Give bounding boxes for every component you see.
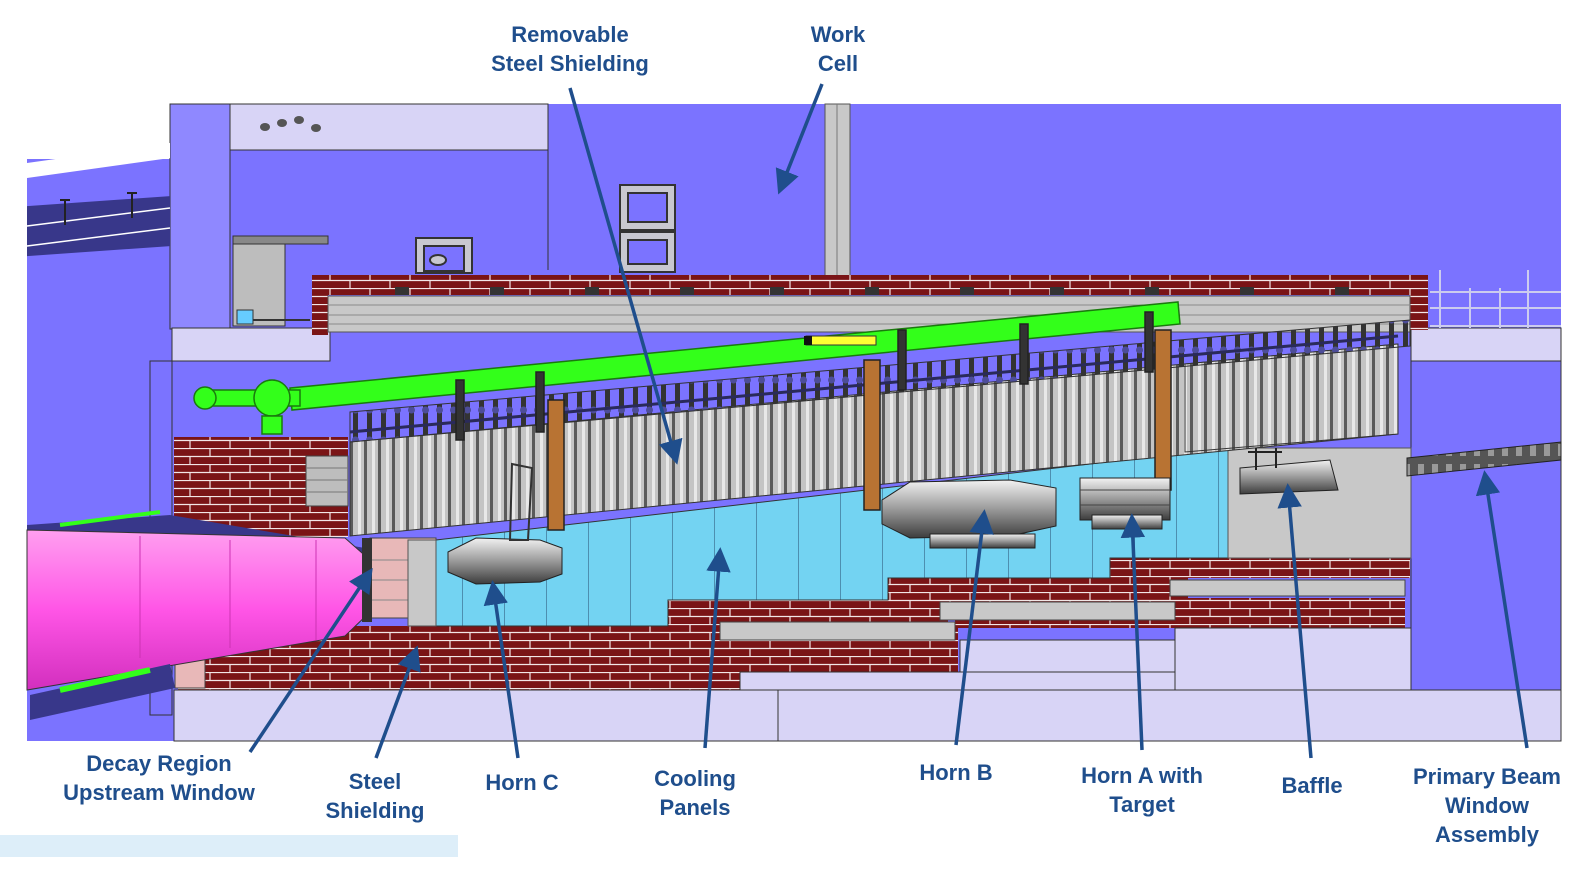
right-ledge [1410, 327, 1562, 362]
right-railing [1430, 270, 1561, 328]
horn-a-with-target [1079, 477, 1171, 530]
top-bolts [395, 287, 1349, 295]
arrow-removable-steel-shielding [568, 87, 683, 465]
caption-strip [0, 835, 458, 857]
arrow-baffle [1277, 483, 1313, 759]
label-decay-region-upstream-window: Decay Region Upstream Window [63, 751, 255, 805]
arrow-steel-shielding [374, 645, 421, 759]
concrete-base [173, 627, 1562, 742]
cooling-pipe [193, 301, 1181, 435]
primary-beam-window [1406, 441, 1562, 477]
instrument-stack [232, 235, 329, 327]
arrow-horn-c [483, 580, 520, 759]
label-horn-b: Horn B [919, 760, 993, 785]
upper-concrete-block [229, 103, 549, 151]
label-baffle: Baffle [1281, 773, 1343, 798]
top-shield [312, 275, 1428, 335]
left-ledge [171, 327, 331, 362]
label-work-cell: Work Cell [810, 22, 866, 76]
label-steel-shielding: Steel Shielding [325, 769, 425, 823]
arrow-decay-region-upstream-window [248, 567, 373, 753]
arrow-horn-a-with-target [1120, 513, 1146, 751]
left-catwalk [26, 143, 171, 257]
arrow-horn-b [954, 509, 994, 746]
label-removable-steel-shielding: Removable Steel Shielding [491, 22, 649, 76]
horn-c [447, 462, 563, 585]
callout-arrows [248, 83, 1529, 759]
arrow-cooling-panels [703, 547, 731, 749]
vent-holes [260, 116, 321, 132]
label-horn-a-with-target: Horn A with Target [1081, 763, 1203, 817]
baffle [1239, 448, 1339, 495]
horn-b [881, 479, 1057, 549]
arrow-work-cell [775, 83, 824, 195]
label-primary-beam-window-assembly: Primary Beam Window Assembly [1413, 764, 1561, 847]
support-posts [455, 311, 1172, 531]
right-wall [1410, 360, 1562, 742]
arrow-primary-beam-window-assembly [1475, 470, 1529, 749]
label-cooling-panels: Cooling Panels [654, 766, 736, 820]
work-cell-equipment [415, 184, 676, 274]
left-wall-column [169, 103, 231, 330]
label-horn-c: Horn C [485, 770, 559, 795]
top-steel-plates [327, 295, 1411, 333]
